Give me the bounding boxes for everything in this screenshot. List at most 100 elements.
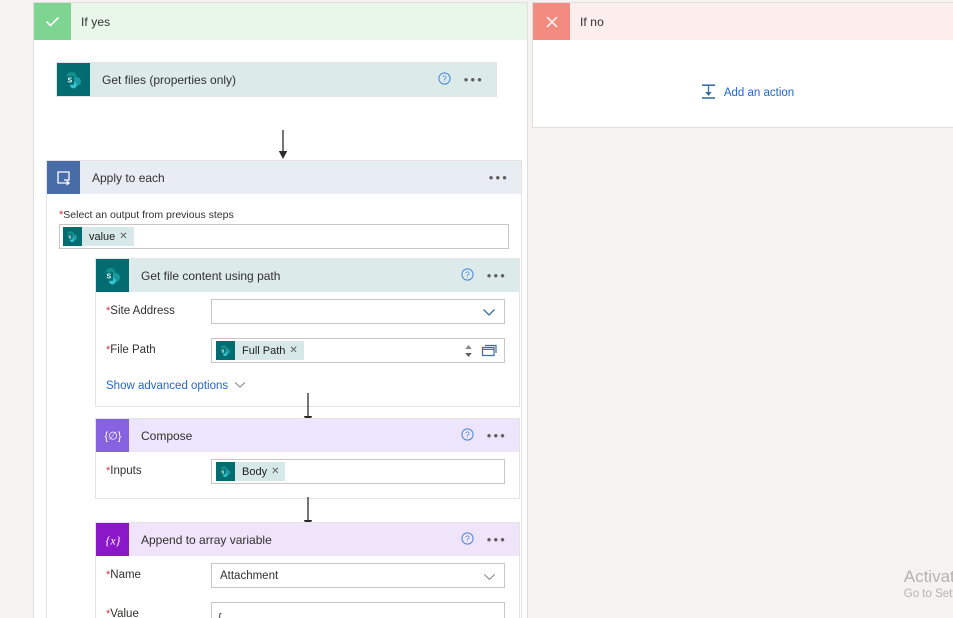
file-path-input[interactable]: S Full Path ✕ xyxy=(211,338,505,363)
required-asterisk: * xyxy=(106,569,111,581)
svg-text:S: S xyxy=(68,234,71,239)
required-asterisk: * xyxy=(106,608,111,618)
sharepoint-icon: S xyxy=(57,63,90,96)
svg-text:?: ? xyxy=(465,534,470,543)
required-asterisk: * xyxy=(106,465,111,477)
action-compose-tools: ? ••• xyxy=(461,427,519,444)
action-compose-body: *Inputs xyxy=(96,452,519,498)
branch-if-no-title: If no xyxy=(580,14,604,29)
show-advanced-options-label: Show advanced options xyxy=(106,380,229,392)
close-x-icon[interactable]: ✕ xyxy=(271,466,280,477)
ellipsis-icon[interactable]: ••• xyxy=(486,428,507,443)
site-address-dropdown[interactable] xyxy=(211,299,505,324)
folder-icon[interactable] xyxy=(481,343,498,361)
show-advanced-options-link[interactable]: Show advanced options xyxy=(106,380,246,392)
branch-if-no-header[interactable]: If no xyxy=(533,3,953,40)
token-value[interactable]: S value ✕ xyxy=(63,227,134,246)
branch-if-yes-title: If yes xyxy=(81,14,111,29)
action-append-to-array-tools: ? ••• xyxy=(461,531,519,548)
sharepoint-icon: S xyxy=(63,227,82,246)
advanced-options-row: Show advanced options xyxy=(96,370,519,406)
spinner-updown-icon[interactable] xyxy=(463,342,474,360)
help-circle-icon[interactable]: ? xyxy=(461,531,474,548)
variable-name-dropdown[interactable]: Attachment xyxy=(211,563,505,588)
watermark-line-1: Activate W xyxy=(903,567,953,586)
action-compose-header[interactable]: {∅} Compose ? xyxy=(96,419,519,452)
field-variable-name: *Name Attachment xyxy=(96,556,519,595)
svg-text:S: S xyxy=(106,273,111,280)
action-get-file-content-tools: ? ••• xyxy=(461,267,519,284)
field-compose-inputs-control: S Body ✕ xyxy=(211,459,505,484)
svg-text:{x}: {x} xyxy=(105,533,120,547)
action-get-files[interactable]: S Get files (properties only) ? ••• xyxy=(56,62,497,97)
field-compose-inputs: *Inputs xyxy=(96,452,519,498)
action-append-to-array-header[interactable]: {x} Append to array variable ? xyxy=(96,523,519,556)
compose-inputs-input[interactable]: S Body ✕ xyxy=(211,459,505,484)
action-get-files-title: Get files (properties only) xyxy=(102,72,237,87)
field-variable-name-control: Attachment xyxy=(211,563,505,588)
chevron-down-icon xyxy=(234,380,246,392)
field-site-address-control xyxy=(211,299,505,324)
action-get-file-content-title: Get file content using path xyxy=(141,268,281,283)
ellipsis-icon[interactable]: ••• xyxy=(486,532,507,547)
ellipsis-icon[interactable]: ••• xyxy=(463,72,484,87)
ellipsis-icon[interactable]: ••• xyxy=(488,170,509,185)
action-get-file-content-header[interactable]: S Get file content using path ? xyxy=(96,259,519,292)
field-variable-value-control: { "Name": " xyxy=(211,602,505,618)
chevron-down-icon[interactable] xyxy=(483,570,496,584)
action-append-to-array[interactable]: {x} Append to array variable ? xyxy=(95,522,520,618)
action-apply-to-each[interactable]: Apply to each ••• *Select an output from… xyxy=(46,160,522,618)
action-apply-to-each-header[interactable]: Apply to each ••• xyxy=(47,161,521,194)
help-circle-icon[interactable]: ? xyxy=(461,427,474,444)
branch-if-yes-header[interactable]: If yes xyxy=(34,3,527,40)
field-file-path-control: S Full Path ✕ xyxy=(211,338,505,363)
ellipsis-icon[interactable]: ••• xyxy=(486,268,507,283)
variable-value-editor[interactable]: { "Name": " xyxy=(211,602,505,618)
compose-braces-icon: {∅} xyxy=(96,419,129,452)
action-apply-to-each-title: Apply to each xyxy=(92,170,165,185)
field-site-address: *Site Address xyxy=(96,292,519,331)
watermark-line-2: Go to Setting xyxy=(903,588,953,600)
help-circle-icon[interactable]: ? xyxy=(438,71,451,88)
close-x-icon[interactable]: ✕ xyxy=(289,345,298,356)
help-circle-icon[interactable]: ? xyxy=(461,267,474,284)
required-asterisk: * xyxy=(106,305,111,317)
close-x-icon[interactable]: ✕ xyxy=(119,231,128,242)
token-full-path-label: Full Path xyxy=(242,344,286,357)
action-get-file-content[interactable]: S Get file content using path ? xyxy=(95,258,520,407)
apply-to-each-output-field[interactable]: S value ✕ xyxy=(59,224,509,249)
token-full-path[interactable]: S Full Path ✕ xyxy=(216,341,304,360)
field-variable-name-label: *Name xyxy=(106,569,141,581)
action-get-files-header[interactable]: S Get files (properties only) ? ••• xyxy=(57,63,496,96)
add-an-action-label: Add an action xyxy=(723,87,795,99)
field-site-address-label: *Site Address xyxy=(106,305,175,317)
branch-if-no: If no Add an action xyxy=(532,2,953,128)
action-append-to-array-title: Append to array variable xyxy=(141,532,272,547)
json-line-open-brace: { xyxy=(218,608,222,618)
branch-if-yes: If yes S Get files (properties on xyxy=(33,2,528,618)
sharepoint-icon: S xyxy=(216,341,235,360)
apply-to-each-output-label: *Select an output from previous steps xyxy=(59,209,234,221)
action-compose[interactable]: {∅} Compose ? xyxy=(95,418,520,499)
json-open-brace: { xyxy=(218,612,222,618)
sharepoint-icon: S xyxy=(96,259,129,292)
svg-text:{∅}: {∅} xyxy=(104,431,121,443)
add-an-action-button[interactable]: Add an action xyxy=(533,83,953,103)
variable-name-value: Attachment xyxy=(220,569,279,582)
action-apply-to-each-body: *Select an output from previous steps xyxy=(47,194,521,618)
svg-text:?: ? xyxy=(465,430,470,439)
apply-to-each-output-section: *Select an output from previous steps xyxy=(47,194,521,249)
svg-text:S: S xyxy=(67,77,72,84)
activate-windows-watermark: Activate W Go to Setting xyxy=(904,567,953,600)
check-icon xyxy=(34,3,71,40)
action-compose-title: Compose xyxy=(141,428,193,443)
branch-if-no-body: Add an action xyxy=(533,83,953,103)
svg-text:S: S xyxy=(221,348,224,353)
connector-arrow-1 xyxy=(277,130,289,163)
insert-action-icon xyxy=(700,83,717,103)
action-append-to-array-body: *Name Attachment xyxy=(96,556,519,618)
token-body[interactable]: S Body ✕ xyxy=(216,462,286,481)
loop-icon xyxy=(47,161,80,194)
chevron-down-icon[interactable] xyxy=(482,306,496,320)
